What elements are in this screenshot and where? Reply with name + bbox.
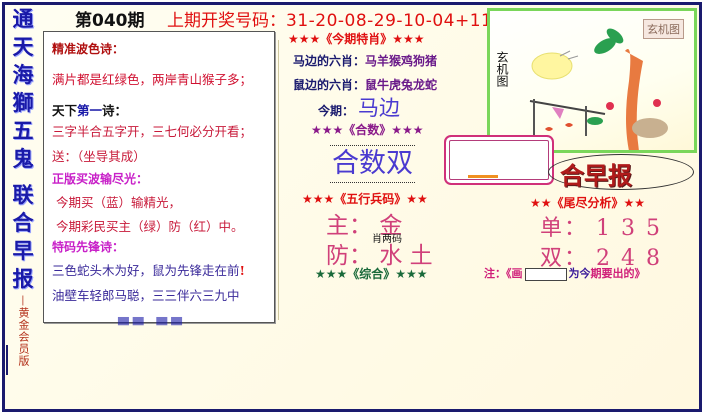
first-poem-title-a: 天下 [52, 103, 78, 118]
special-poem-title: 特码先锋诗： [52, 240, 125, 254]
footnote-suffix-b: 期要出的》 [590, 267, 646, 280]
picture-stamp: 玄机图 [643, 19, 684, 39]
brand-title: 合早报 [560, 161, 632, 190]
title-char: 早 [12, 238, 34, 263]
first-poem-answer: 送：（坐导其成） [52, 149, 146, 164]
buy-wave-line-2: 今期彩民买主（绿）防（红）中。 [56, 219, 244, 234]
guard-element-label: 防： [326, 243, 372, 269]
footnote-prefix: 注：《画 [484, 267, 523, 280]
left-rule [6, 345, 8, 375]
rat-side-value: 鼠牛虎兔龙蛇 [365, 78, 438, 92]
title-char: 合 [12, 210, 34, 235]
combo-header: ★★★《合数》★★★ [311, 123, 424, 137]
first-poem-title-c: 诗： [102, 103, 128, 118]
exclamation-mark: ! [239, 263, 246, 278]
title-char: 五 [12, 118, 34, 143]
special-poem-line-2: 油壁车轻郎马聪，三三伴六三九中 [52, 288, 240, 303]
even-label: 双： [540, 246, 589, 271]
title-char: 海 [12, 62, 34, 87]
blank-answer-box [444, 135, 554, 185]
horse-side-zodiac: 马边的六肖：马羊猴鸡狗猪 [293, 52, 437, 69]
first-poem-line: 三字半合五字开，三七何必分开看； [52, 124, 253, 139]
special-zodiac-header: ★★★《今期特肖》★★★ [288, 32, 425, 46]
buy-wave-title: 正版买波输尽光： [52, 172, 149, 186]
picture-vertical-label: 玄机图 [495, 51, 509, 87]
overlay-caption: 肖两码 [372, 234, 402, 245]
brand-oval [548, 154, 694, 190]
title-char: 鬼 [12, 146, 34, 171]
last-draw-numbers: 31-20-08-29-10-04+11 [286, 11, 493, 31]
blank-box-underline [468, 175, 498, 178]
wave-color-line: 满片都是红绿色，两岸青山猴子多； [52, 72, 253, 87]
bottom-decoration: ▀▀ ▀▀ [118, 318, 186, 334]
special-poem-text-1: 三色蛇头木为好，鼠为先锋走在前 [52, 263, 240, 278]
last-draw: 上期开奖号码：31-20-08-29-10-04+11 [167, 6, 492, 31]
main-element-value: 金 [379, 213, 403, 239]
tail-analysis-header: ★★《尾尽分析》★★ [530, 196, 646, 210]
footnote-suffix-a: 为今 [568, 267, 591, 280]
poem-panel: 精准波色诗： 满片都是红绿色，两岸青山猴子多； 天下第一诗： 三字半合五字开，三… [43, 31, 275, 323]
title-char: 通 [12, 6, 34, 31]
wave-color-title: 精准波色诗： [52, 42, 125, 56]
guard-element: 防： 水 土 [326, 236, 433, 270]
this-period-label: 今期： [318, 104, 355, 118]
last-draw-label: 上期开奖号码： [167, 11, 286, 31]
title-char: 报 [12, 266, 34, 291]
this-period: 今期：马边 [318, 92, 400, 122]
combo-value: 合数双 [330, 145, 415, 183]
main-element: 主： 金 [326, 206, 402, 240]
odd-row: 单： 1 3 5 [540, 210, 662, 242]
even-row: 双： 2 4 8 [540, 240, 662, 272]
special-poem-line-1: 三色蛇头木为好，鼠为先锋走在前! [52, 260, 245, 279]
edition-label: —黄金会员版 [17, 295, 30, 367]
even-values: 2 4 8 [596, 246, 662, 271]
guard-element-value: 水 土 [379, 243, 433, 269]
this-period-value: 马边 [358, 96, 401, 120]
horse-side-value: 马羊猴鸡狗猪 [365, 54, 438, 68]
picture-panel: 玄机图 玄机图 [487, 8, 697, 153]
title-char: 獅 [12, 90, 34, 115]
footnote-box [524, 267, 567, 281]
odd-label: 单： [540, 216, 589, 241]
period-number: 第040期 [75, 11, 145, 31]
footnote: 注：《画 为今期要出的》 [484, 265, 646, 281]
rat-side-zodiac: 鼠边的六肖：鼠牛虎兔龙蛇 [293, 76, 437, 93]
first-poem-title: 天下第一诗： [52, 100, 127, 119]
mystery-illustration [529, 28, 668, 150]
main-element-label: 主： [326, 213, 372, 239]
title-char: 联 [12, 182, 34, 207]
summary-header: ★★★《综合》★★★ [315, 267, 428, 281]
column-divider [278, 40, 279, 320]
vertical-title: 通 天 海 獅 五 鬼 联 合 早 报 —黄金会员版 [5, 5, 41, 405]
rat-side-label: 鼠边的六肖： [293, 78, 366, 92]
odd-values: 1 3 5 [596, 216, 662, 241]
first-poem-title-b: 第一 [77, 103, 103, 118]
five-elements-header: ★★★《五行兵码》★★ [302, 192, 428, 206]
buy-wave-line-1: 今期买（蓝）输精光， [56, 195, 182, 210]
horse-side-label: 马边的六肖： [293, 54, 366, 68]
title-char: 天 [12, 34, 34, 59]
